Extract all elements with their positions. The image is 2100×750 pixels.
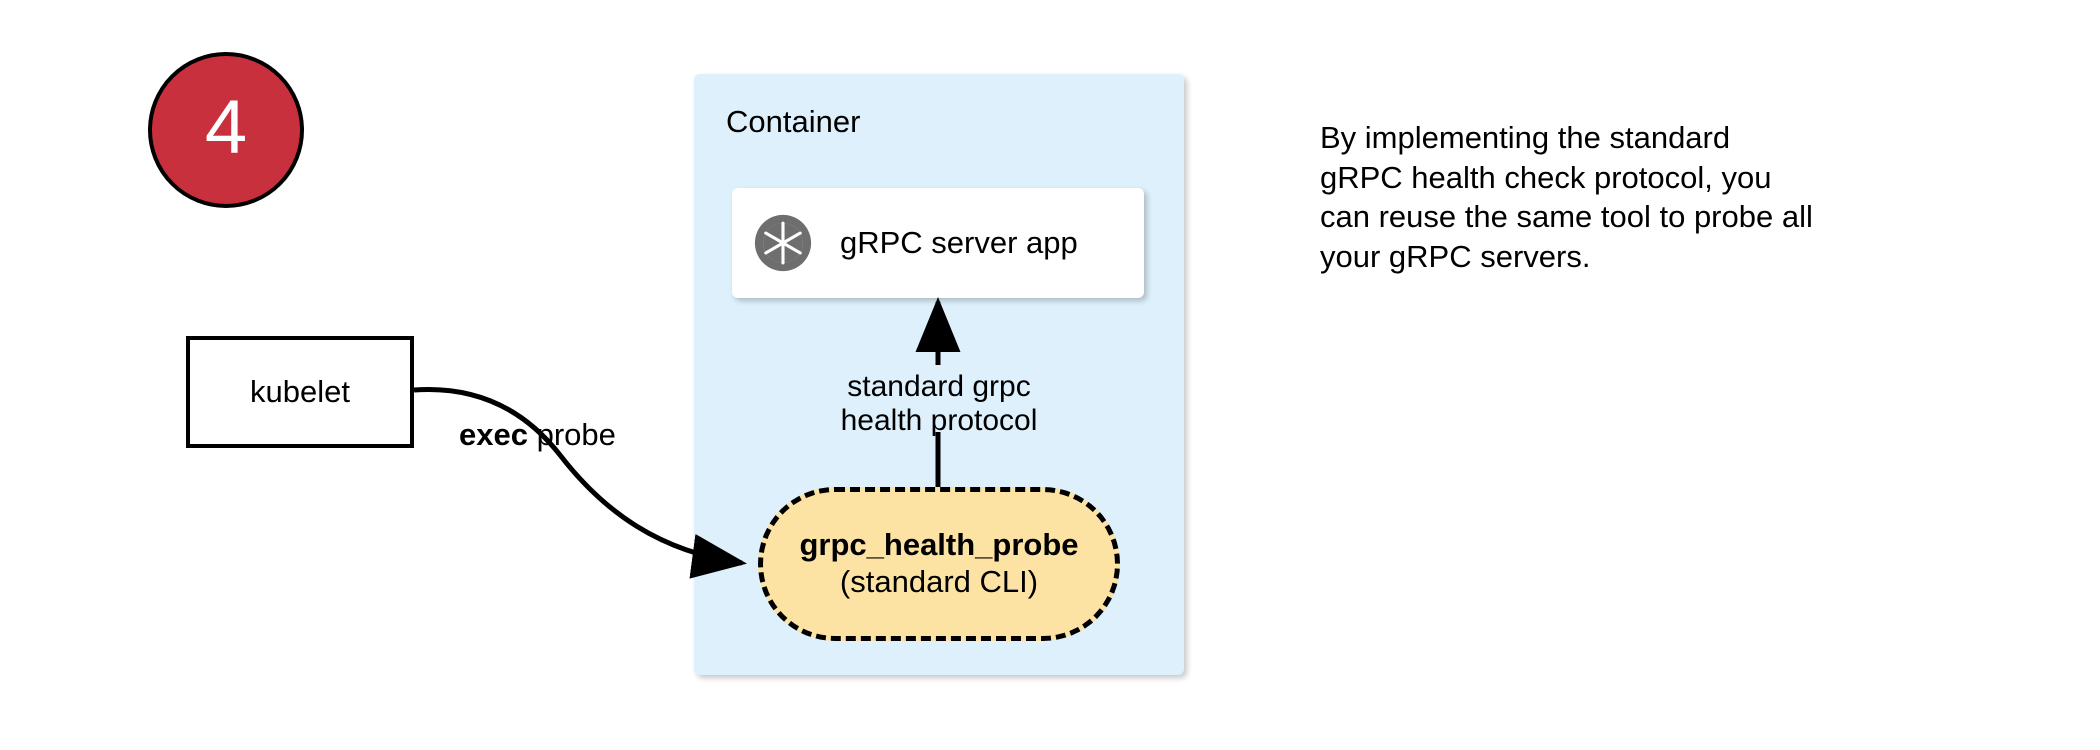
note-line-3: can reuse the same tool to probe all <box>1320 199 1813 235</box>
step-number: 4 <box>204 85 248 170</box>
grpc-server-app-label: gRPC server app <box>840 225 1078 260</box>
kubelet-label: kubelet <box>250 374 350 409</box>
note-line-2: gRPC health check protocol, you <box>1320 159 1772 195</box>
grpc-server-app-node[interactable]: gRPC server app <box>732 188 1144 298</box>
protocol-edge-label-line2: health protocol <box>840 404 1038 437</box>
note-line-4: your gRPC servers. <box>1320 239 1591 275</box>
exec-probe-bold-text: exec <box>459 417 528 452</box>
explanation-note: By implementing the standard gRPC health… <box>1320 118 1940 277</box>
exec-probe-rest-text: probe <box>527 417 616 452</box>
kubelet-node[interactable]: kubelet <box>186 336 414 448</box>
grpc-health-probe-node[interactable]: grpc_health_probe (standard CLI) <box>758 487 1120 641</box>
grpc-aperture-icon <box>752 212 814 274</box>
step-number-badge: 4 <box>148 52 304 208</box>
grpc-health-probe-subtitle: (standard CLI) <box>839 564 1039 599</box>
note-line-1: By implementing the standard <box>1320 120 1731 155</box>
exec-probe-edge-label: exec probe <box>455 415 620 455</box>
protocol-edge-label-line1: standard grpc <box>847 370 1031 403</box>
protocol-edge-label: standard grpc health protocol <box>819 370 1059 438</box>
grpc-health-probe-name: grpc_health_probe <box>799 527 1079 563</box>
container-title: Container <box>726 104 861 139</box>
